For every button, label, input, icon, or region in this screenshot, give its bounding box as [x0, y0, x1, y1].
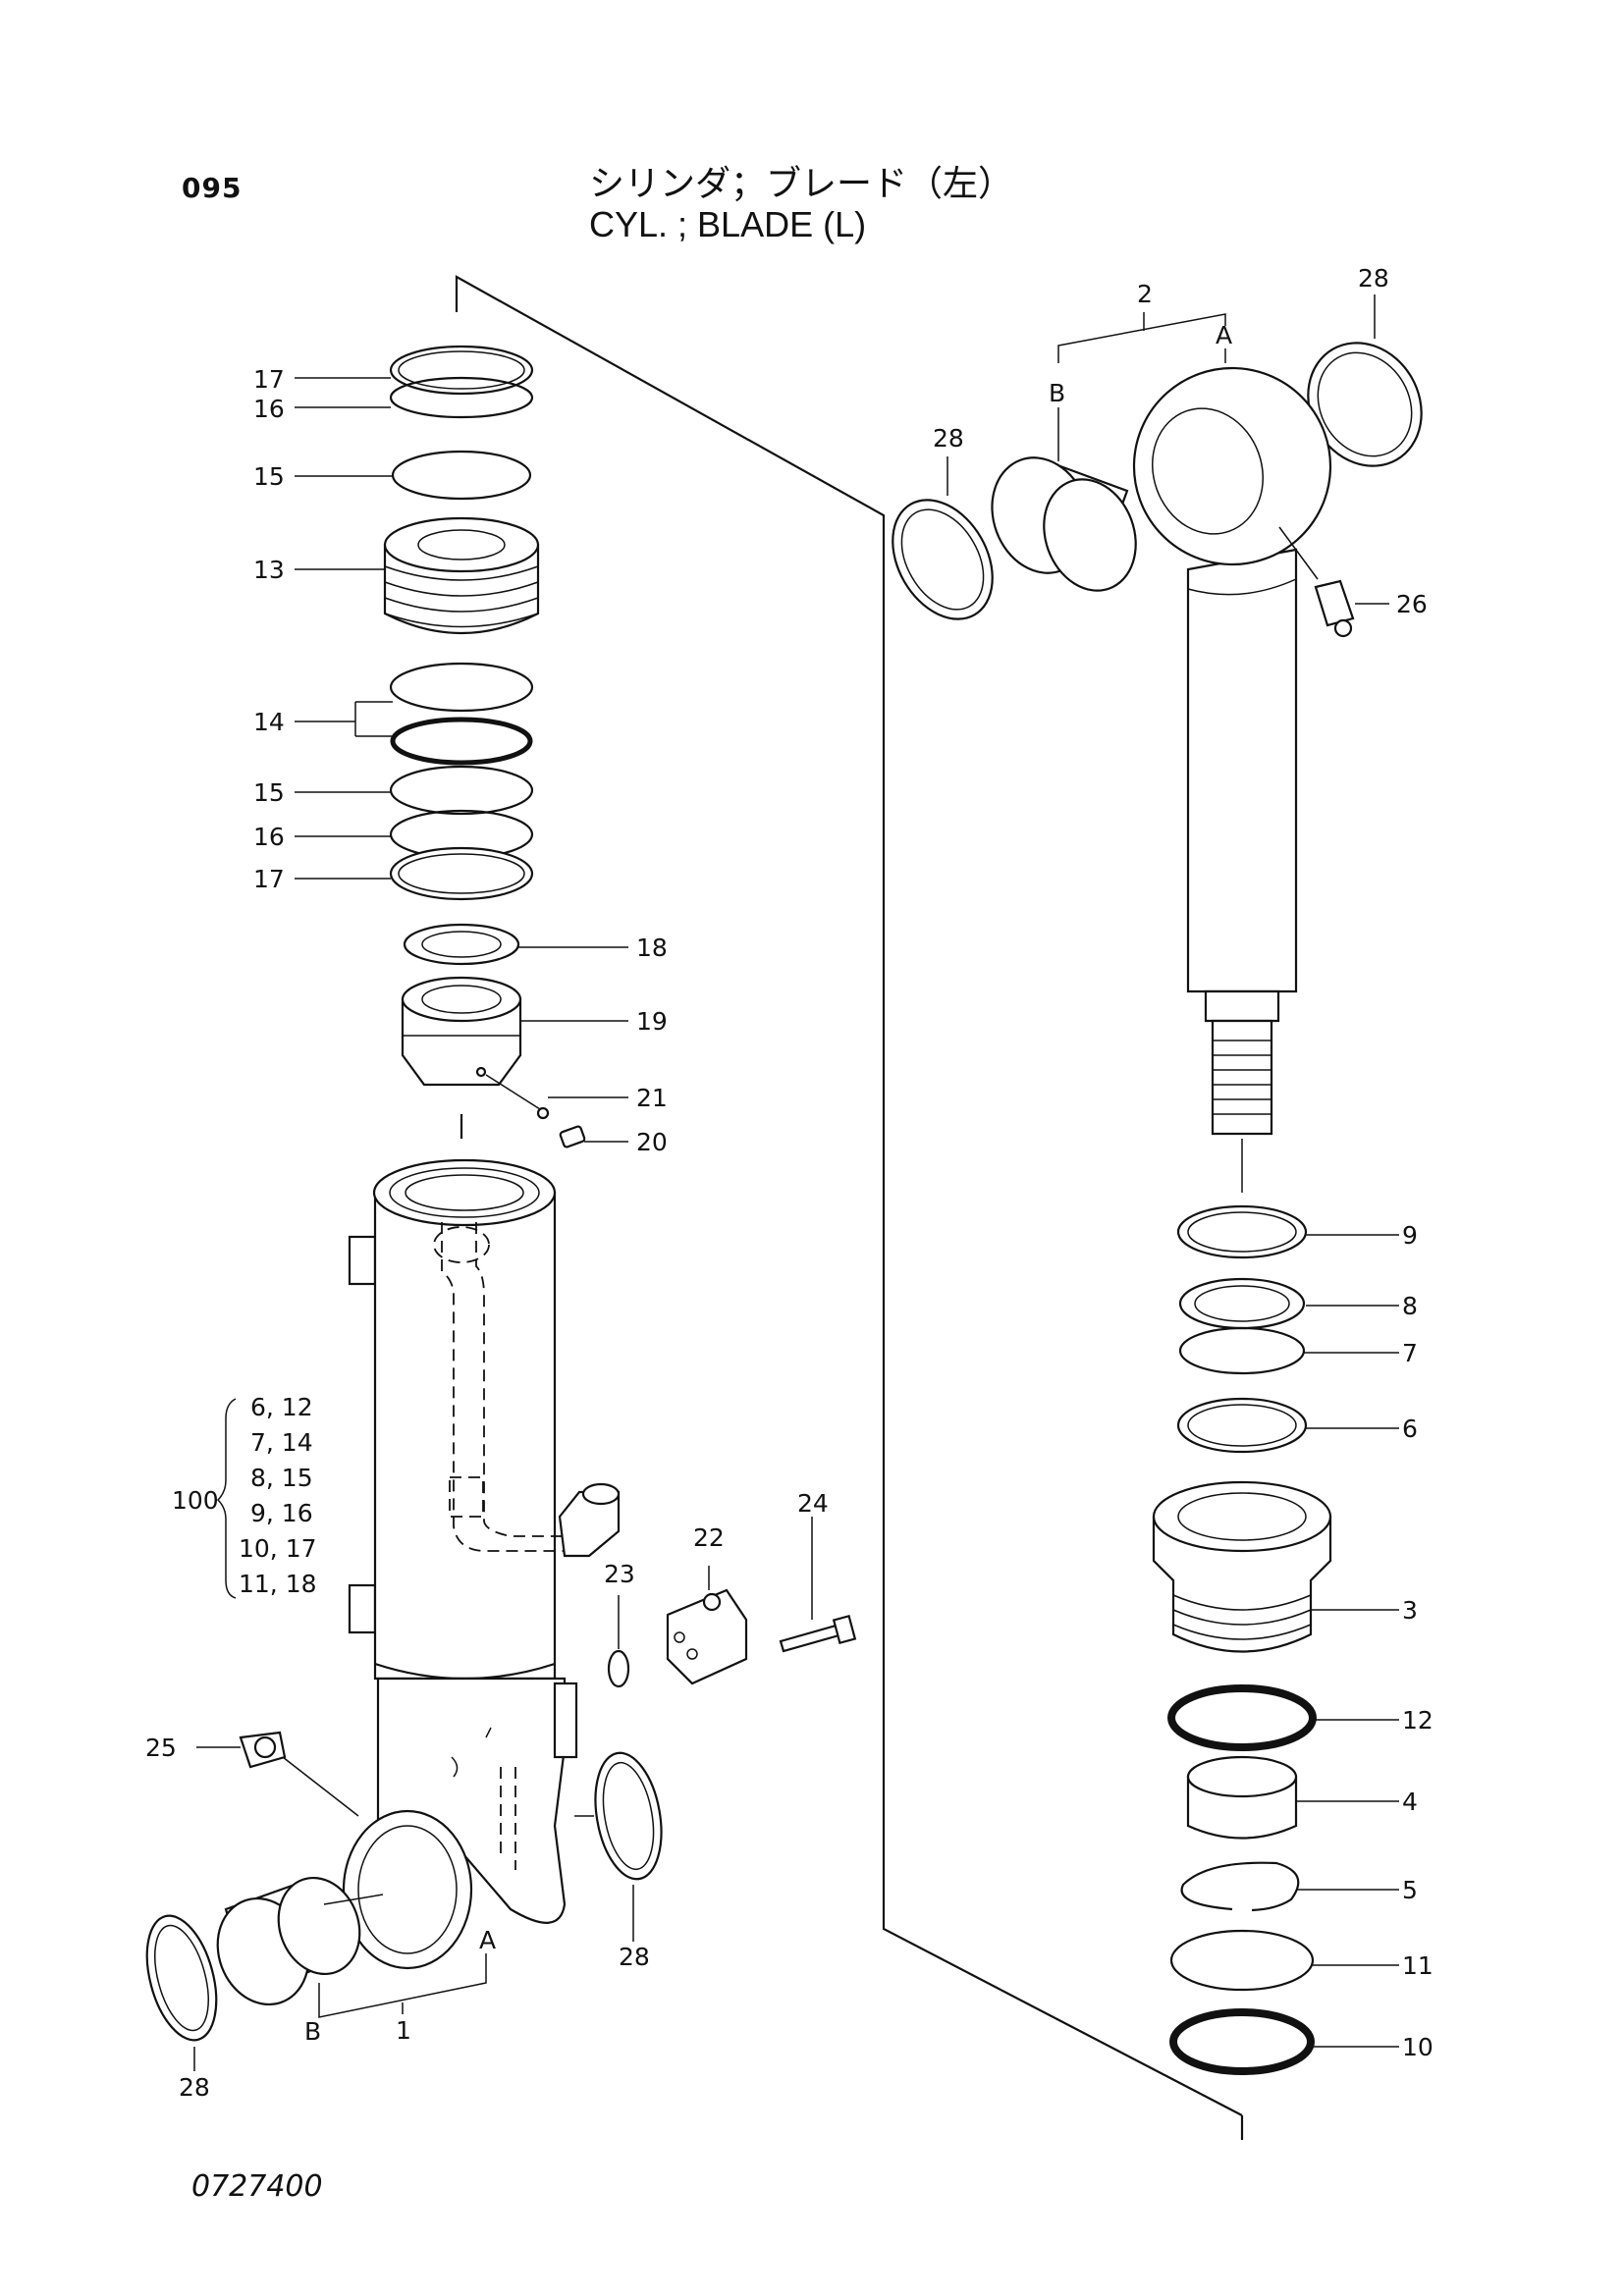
callout-18: 18	[636, 934, 668, 962]
callout-25: 25	[145, 1734, 177, 1762]
part-24-bolt[interactable]	[779, 1614, 857, 1653]
callout-10: 10	[1402, 2033, 1434, 2061]
callout-11: 11	[1402, 1951, 1434, 1980]
kit-item: 9, 16	[250, 1499, 313, 1527]
part-17-ring-top[interactable]	[389, 345, 534, 396]
title-english: CYL. ; BLADE (L)	[589, 204, 867, 244]
callout-1: 1	[396, 2016, 411, 2045]
callout-22: 22	[693, 1523, 725, 1552]
kit-item: 11, 18	[239, 1570, 317, 1598]
part-16-ring-top[interactable]	[389, 376, 534, 419]
kit-item: 8, 15	[250, 1464, 313, 1492]
kit-item: 7, 14	[250, 1428, 313, 1457]
callout-labels: 17 16 15 13 14 15 16 17 18 19 21 20 22 2…	[145, 264, 1434, 2102]
part-23-o-ring[interactable]	[607, 1649, 630, 1688]
kit-100-list: 100 6, 12 7, 14 8, 15 9, 16 10, 17 11, 1…	[172, 1393, 317, 1598]
kit-item: 6, 12	[250, 1393, 313, 1421]
callout-4: 4	[1402, 1788, 1418, 1816]
title-japanese: シリンダ；ブレード（左）	[589, 164, 1014, 204]
callout-B-left: B	[304, 2017, 321, 2046]
callout-14: 14	[253, 708, 285, 736]
callout-28-bottom: 28	[179, 2073, 210, 2102]
section-boundary	[455, 275, 1244, 2140]
callout-6: 6	[1402, 1415, 1418, 1443]
part-19-nut[interactable]	[401, 976, 522, 1087]
callout-5: 5	[1402, 1876, 1418, 1904]
part-15-ring-top[interactable]	[391, 450, 532, 501]
part-20-set-screw[interactable]	[559, 1125, 586, 1148]
part-28-seal-right[interactable]	[586, 1747, 671, 1884]
kit-number: 100	[172, 1486, 219, 1515]
callout-16-lower: 16	[253, 823, 285, 851]
callout-2: 2	[1137, 280, 1153, 308]
part-2-piston-rod[interactable]	[1107, 341, 1358, 1136]
callout-7: 7	[1402, 1339, 1418, 1367]
callout-28-top-right: 28	[1358, 264, 1389, 293]
part-12-o-ring[interactable]	[1167, 1684, 1317, 1751]
callout-21: 21	[636, 1084, 668, 1112]
part-1-cylinder-tube[interactable]	[342, 1158, 621, 1970]
part-13-piston[interactable]	[383, 516, 540, 634]
part-3-cylinder-head[interactable]	[1152, 1480, 1332, 1653]
part-6-ring[interactable]	[1176, 1397, 1308, 1454]
callout-28-mid: 28	[933, 424, 964, 453]
callout-20: 20	[636, 1128, 668, 1156]
callout-23: 23	[604, 1560, 635, 1588]
page-number: 095	[182, 172, 243, 204]
part-17-ring-lower[interactable]	[389, 846, 534, 901]
callout-28-cyl: 28	[619, 1943, 650, 1971]
callout-8: 8	[1402, 1292, 1418, 1320]
part-15-ring-lower[interactable]	[389, 765, 534, 816]
part-28-seal-mid[interactable]	[873, 482, 1013, 637]
callout-26: 26	[1396, 590, 1428, 618]
part-11-ring[interactable]	[1169, 1929, 1315, 1992]
part-18-washer[interactable]	[403, 923, 520, 966]
callout-15: 15	[253, 462, 285, 491]
callout-17-lower: 17	[253, 865, 285, 893]
part-bushing-right[interactable]	[976, 444, 1151, 604]
callout-13: 13	[253, 556, 285, 584]
callout-17: 17	[253, 365, 285, 394]
part-14-seal-rings[interactable]	[389, 662, 534, 766]
callout-24: 24	[797, 1489, 829, 1518]
part-9-ring[interactable]	[1176, 1204, 1308, 1259]
part-5-snap-ring[interactable]	[1180, 1861, 1300, 1912]
kit-item: 10, 17	[239, 1534, 317, 1563]
part-26-grease-fitting[interactable]	[1314, 579, 1355, 638]
callout-16: 16	[253, 395, 285, 423]
callout-A-left: A	[479, 1926, 496, 1954]
callout-B-right: B	[1049, 379, 1065, 407]
leader-lines	[193, 294, 1399, 2071]
callout-12: 12	[1402, 1706, 1434, 1735]
callout-19: 19	[636, 1007, 668, 1036]
drawing-code: 0727400	[191, 2169, 323, 2204]
part-21-ball[interactable]	[536, 1106, 550, 1120]
callout-9: 9	[1402, 1221, 1418, 1250]
callout-15-lower: 15	[253, 778, 285, 807]
part-22-fitting-block[interactable]	[666, 1588, 748, 1685]
part-28-seal-left[interactable]	[135, 1908, 228, 2048]
callout-3: 3	[1402, 1596, 1418, 1625]
part-7-ring[interactable]	[1178, 1326, 1306, 1375]
callout-A-right: A	[1216, 321, 1232, 349]
part-8-ring[interactable]	[1178, 1277, 1306, 1330]
part-10-o-ring[interactable]	[1169, 2008, 1315, 2075]
part-4-bushing[interactable]	[1186, 1755, 1298, 1840]
part-25-grease-fitting[interactable]	[239, 1731, 287, 1769]
